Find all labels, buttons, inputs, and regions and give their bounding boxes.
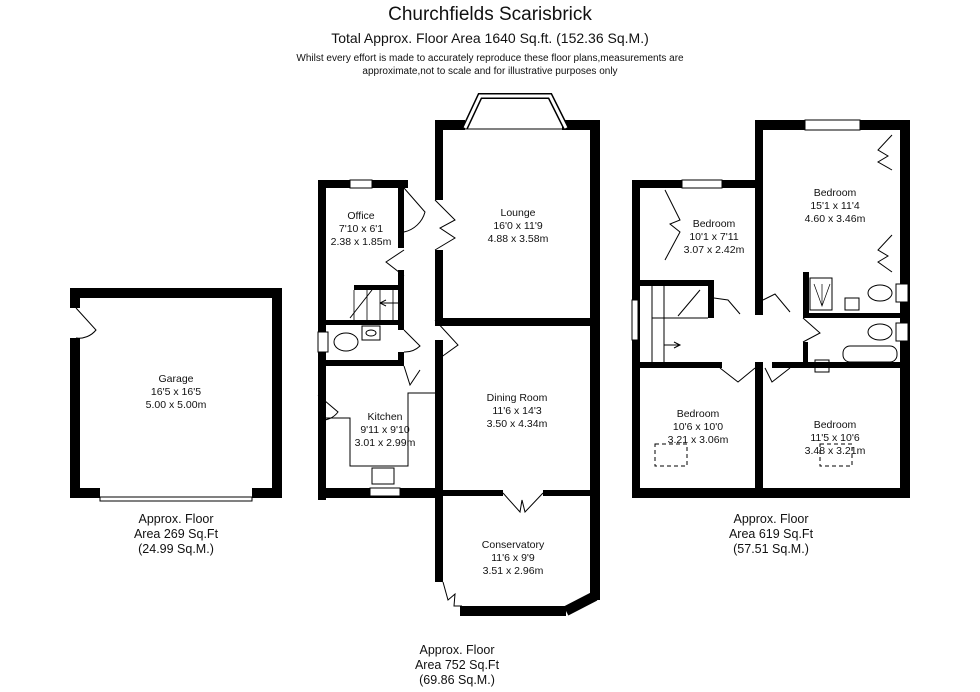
room-label-kitchen: Kitchen 9'11 x 9'10 3.01 x 2.99m [355, 411, 416, 450]
room-label-conservatory: Conservatory 11'6 x 9'9 3.51 x 2.96m [482, 539, 544, 578]
garage-walls [70, 288, 282, 498]
room-imperial: 7'10 x 6'1 [338, 223, 384, 235]
ground-floor-area: Approx. Floor Area 752 Sq.Ft (69.86 Sq.M… [415, 643, 499, 688]
area-line-3: (57.51 Sq.M.) [733, 542, 809, 556]
plan-title: Churchfields Scarisbrick [388, 4, 592, 25]
room-name: Office [347, 210, 375, 222]
first-floor-area: Approx. Floor Area 619 Sq.Ft (57.51 Sq.M… [729, 512, 813, 557]
room-imperial: 16'0 x 11'9 [493, 220, 543, 232]
area-line-1: Approx. Floor [138, 512, 214, 526]
area-line-1: Approx. Floor [733, 512, 809, 526]
room-imperial: 11'6 x 9'9 [491, 552, 535, 564]
ground-floor-walls [318, 120, 600, 616]
room-metric: 3.21 x 3.06m [667, 434, 729, 446]
room-label-bedroom-4: Bedroom 11'5 x 10'6 3.48 x 3.21m [805, 419, 866, 458]
room-metric: 3.07 x 2.42m [683, 244, 745, 256]
room-metric: 3.48 x 3.21m [804, 445, 866, 457]
room-name: Garage [158, 373, 194, 385]
room-name: Lounge [500, 207, 536, 219]
room-label-dining-room: Dining Room 11'6 x 14'3 3.50 x 4.34m [487, 392, 548, 431]
room-label-bedroom-2: Bedroom 10'1 x 7'11 3.07 x 2.42m [684, 218, 745, 257]
area-line-2: Area 752 Sq.Ft [414, 658, 500, 672]
area-line-1: Approx. Floor [419, 643, 495, 657]
room-label-garage: Garage 16'5 x 16'5 5.00 x 5.00m [146, 373, 207, 412]
disclaimer-line-1: Whilst every effort is made to accuratel… [296, 53, 684, 64]
room-label-bedroom-1: Bedroom 15'1 x 11'4 4.60 x 3.46m [805, 187, 866, 226]
area-line-3: (69.86 Sq.M.) [419, 673, 495, 687]
room-name: Dining Room [486, 392, 548, 404]
total-floor-area: Total Approx. Floor Area 1640 Sq.ft. (15… [331, 30, 649, 46]
disclaimer-line-2: approximate,not to scale and for illustr… [362, 66, 618, 77]
room-metric: 3.51 x 2.96m [482, 565, 544, 577]
room-label-lounge: Lounge 16'0 x 11'9 4.88 x 3.58m [488, 207, 549, 246]
disclaimer: Whilst every effort is made to accuratel… [0, 52, 980, 78]
area-line-3: (24.99 Sq.M.) [138, 542, 214, 556]
room-imperial: 11'6 x 14'3 [492, 405, 542, 417]
room-metric: 3.01 x 2.99m [354, 437, 416, 449]
room-name: Kitchen [367, 411, 403, 423]
garage-floor-area: Approx. Floor Area 269 Sq.Ft (24.99 Sq.M… [134, 512, 218, 557]
room-metric: 3.50 x 4.34m [486, 418, 548, 430]
room-label-office: Office 7'10 x 6'1 2.38 x 1.85m [331, 210, 392, 249]
room-metric: 5.00 x 5.00m [145, 399, 207, 411]
room-imperial: 10'1 x 7'11 [689, 231, 739, 243]
room-name: Bedroom [692, 218, 736, 230]
room-name: Conservatory [481, 539, 545, 551]
room-metric: 4.60 x 3.46m [804, 213, 866, 225]
garage-openings [75, 307, 253, 502]
room-imperial: 11'5 x 10'6 [810, 432, 860, 444]
area-line-2: Area 619 Sq.Ft [728, 527, 814, 541]
first-floor-details [631, 119, 909, 467]
room-imperial: 9'11 x 9'10 [360, 424, 410, 436]
room-metric: 2.38 x 1.85m [330, 236, 392, 248]
room-name: Bedroom [676, 408, 720, 420]
room-imperial: 16'5 x 16'5 [150, 386, 202, 398]
room-name: Bedroom [813, 419, 857, 431]
ground-floor-details [317, 93, 598, 616]
room-imperial: 10'6 x 10'0 [672, 421, 724, 433]
room-name: Bedroom [813, 187, 857, 199]
area-line-2: Area 269 Sq.Ft [133, 527, 219, 541]
room-label-bedroom-3: Bedroom 10'6 x 10'0 3.21 x 3.06m [668, 408, 729, 447]
room-metric: 4.88 x 3.58m [487, 233, 549, 245]
room-imperial: 15'1 x 11'4 [810, 200, 860, 212]
